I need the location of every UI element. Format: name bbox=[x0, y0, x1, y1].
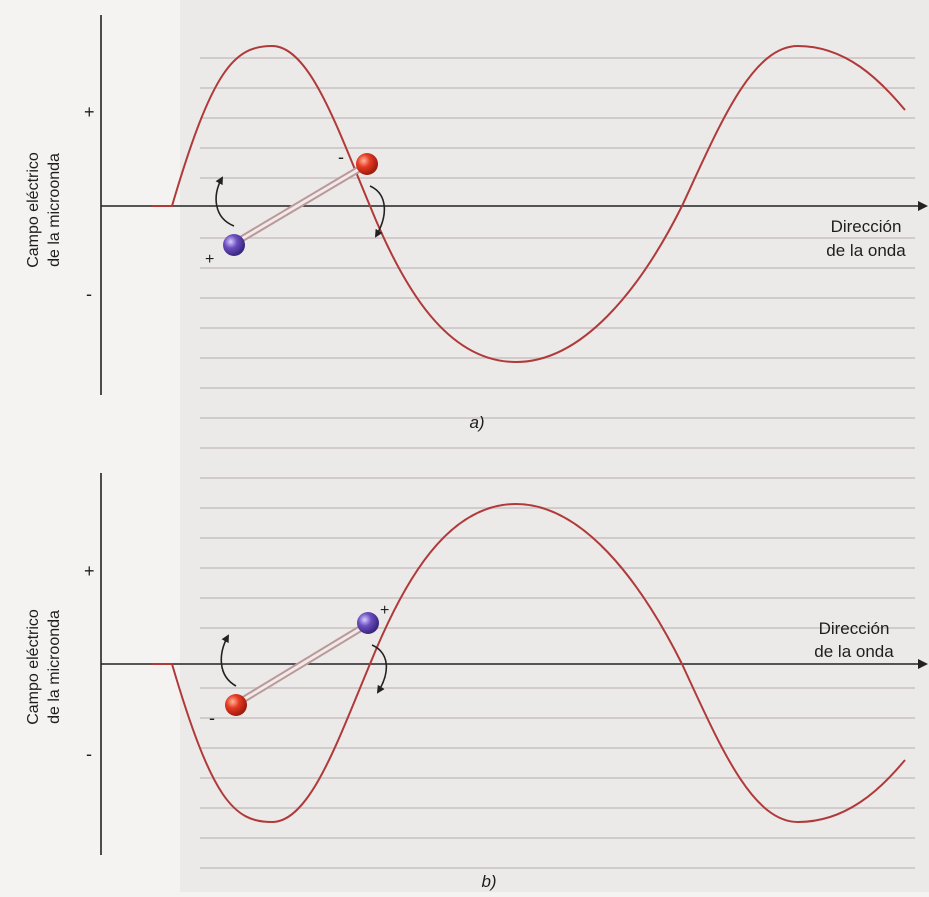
background-text-lines bbox=[200, 57, 915, 869]
rotation-arrow-right-a bbox=[369, 185, 386, 238]
minus-sign-a: - bbox=[86, 284, 92, 304]
positive-charge-a: + bbox=[205, 251, 214, 268]
plus-sign-b: + bbox=[84, 561, 95, 581]
rotation-arrow-left-a bbox=[215, 176, 235, 227]
wave-a bbox=[152, 44, 906, 364]
background-text-block bbox=[180, 0, 929, 892]
water-molecule-a: - + bbox=[205, 147, 386, 268]
x-axis-label-b-line1: Dirección bbox=[819, 619, 890, 638]
negative-charge-a: - bbox=[338, 147, 344, 167]
y-axis-label-a-line2: de la microonda bbox=[46, 153, 63, 267]
x-axis-label-a-line2: de la onda bbox=[826, 241, 906, 260]
water-molecule-b: + - bbox=[209, 602, 389, 728]
positive-charge-b: + bbox=[380, 602, 389, 619]
caption-a: a) bbox=[469, 413, 484, 432]
positive-atom-a bbox=[223, 234, 245, 256]
caption-b: b) bbox=[481, 872, 496, 891]
panel-a: Campo eléctrico de la microonda + - Dire… bbox=[25, 15, 928, 432]
rotation-arrow-left-b bbox=[220, 634, 237, 687]
x-axis-label-a-line1: Dirección bbox=[831, 217, 902, 236]
y-axis-label-a-line1: Campo eléctrico bbox=[25, 152, 42, 268]
x-axis-label-b-line2: de la onda bbox=[814, 642, 894, 661]
positive-atom-b bbox=[357, 612, 379, 634]
y-axis-label-b-line1: Campo eléctrico bbox=[25, 609, 42, 725]
y-axis-label-b-line2: de la microonda bbox=[46, 610, 63, 724]
panel-b: Campo eléctrico de la microonda + - Dire… bbox=[25, 473, 928, 891]
plus-sign-a: + bbox=[84, 102, 95, 122]
rotation-arrow-right-b bbox=[371, 644, 388, 694]
minus-sign-b: - bbox=[86, 744, 92, 764]
negative-atom-b bbox=[225, 694, 247, 716]
negative-charge-b: - bbox=[209, 708, 215, 728]
wave-b bbox=[152, 502, 906, 824]
negative-atom-a bbox=[356, 153, 378, 175]
